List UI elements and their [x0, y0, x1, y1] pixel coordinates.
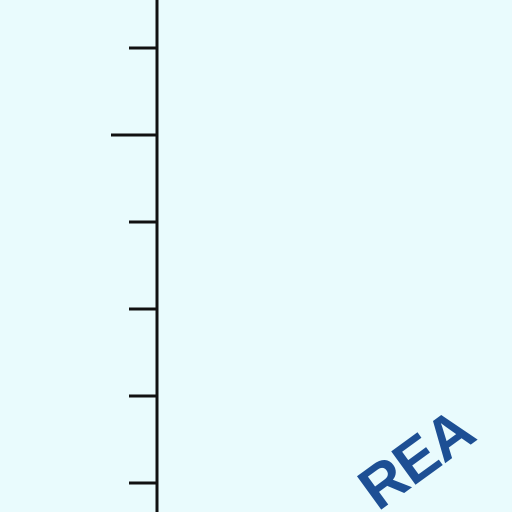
scale-ticks [111, 46, 157, 485]
region-label: REA [346, 396, 485, 512]
